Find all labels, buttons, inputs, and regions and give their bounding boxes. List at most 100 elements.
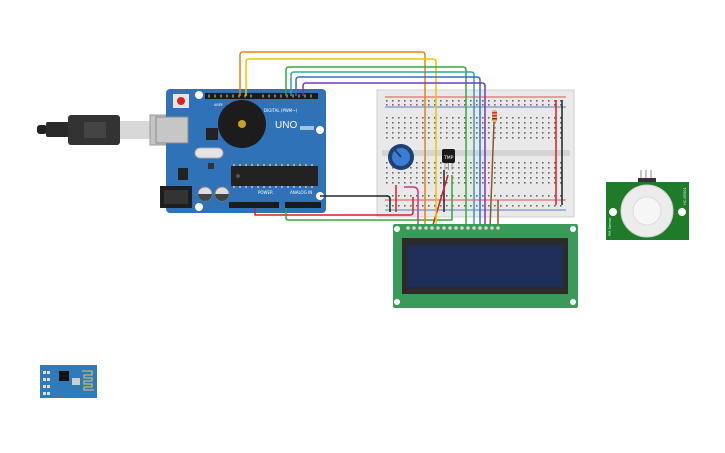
breadboard-hole[interactable] (434, 172, 436, 174)
breadboard-hole[interactable] (422, 127, 424, 129)
breadboard-hole[interactable] (386, 104, 388, 106)
breadboard-hole[interactable] (452, 104, 454, 106)
breadboard-hole[interactable] (386, 122, 388, 124)
breadboard-hole[interactable] (404, 117, 406, 119)
breadboard-hole[interactable] (548, 117, 550, 119)
breadboard-hole[interactable] (536, 104, 538, 106)
breadboard-hole[interactable] (410, 167, 412, 169)
breadboard-hole[interactable] (524, 172, 526, 174)
breadboard-hole[interactable] (386, 100, 388, 102)
breadboard-hole[interactable] (530, 122, 532, 124)
breadboard-hole[interactable] (410, 195, 412, 197)
breadboard-hole[interactable] (476, 172, 478, 174)
breadboard-hole[interactable] (410, 137, 412, 139)
breadboard-hole[interactable] (560, 162, 562, 164)
breadboard-hole[interactable] (422, 100, 424, 102)
arduino-uno-board[interactable]: AREF GND DIGITAL (PWM~) UNO (155, 89, 326, 213)
breadboard-hole[interactable] (554, 177, 556, 179)
breadboard-hole[interactable] (554, 132, 556, 134)
breadboard-hole[interactable] (488, 177, 490, 179)
breadboard-hole[interactable] (446, 117, 448, 119)
breadboard-hole[interactable] (410, 177, 412, 179)
breadboard-hole[interactable] (536, 122, 538, 124)
red-wire[interactable] (254, 197, 414, 216)
breadboard-hole[interactable] (518, 177, 520, 179)
breadboard-hole[interactable] (518, 195, 520, 197)
breadboard-hole[interactable] (554, 122, 556, 124)
breadboard-hole[interactable] (428, 167, 430, 169)
breadboard-hole[interactable] (500, 117, 502, 119)
breadboard-hole[interactable] (440, 182, 442, 184)
breadboard-hole[interactable] (524, 195, 526, 197)
breadboard-hole[interactable] (554, 104, 556, 106)
breadboard-hole[interactable] (398, 132, 400, 134)
breadboard-hole[interactable] (416, 127, 418, 129)
breadboard-hole[interactable] (542, 177, 544, 179)
breadboard-hole[interactable] (452, 122, 454, 124)
breadboard-hole[interactable] (434, 100, 436, 102)
lcd-pin[interactable] (484, 226, 488, 230)
breadboard-hole[interactable] (446, 167, 448, 169)
lcd-pin[interactable] (478, 226, 482, 230)
breadboard-hole[interactable] (494, 205, 496, 207)
breadboard-hole[interactable] (386, 117, 388, 119)
breadboard-hole[interactable] (482, 162, 484, 164)
breadboard-hole[interactable] (524, 104, 526, 106)
breadboard-hole[interactable] (512, 205, 514, 207)
breadboard-hole[interactable] (434, 177, 436, 179)
breadboard-hole[interactable] (464, 182, 466, 184)
breadboard-hole[interactable] (422, 177, 424, 179)
breadboard-hole[interactable] (452, 167, 454, 169)
breadboard-hole[interactable] (440, 172, 442, 174)
breadboard-hole[interactable] (434, 205, 436, 207)
breadboard-hole[interactable] (560, 205, 562, 207)
breadboard-hole[interactable] (434, 162, 436, 164)
breadboard-hole[interactable] (440, 162, 442, 164)
breadboard-hole[interactable] (488, 122, 490, 124)
breadboard-hole[interactable] (398, 195, 400, 197)
breadboard-hole[interactable] (530, 117, 532, 119)
breadboard-hole[interactable] (416, 162, 418, 164)
breadboard-hole[interactable] (482, 195, 484, 197)
breadboard-hole[interactable] (512, 167, 514, 169)
breadboard-hole[interactable] (536, 172, 538, 174)
breadboard-hole[interactable] (440, 177, 442, 179)
breadboard-hole[interactable] (404, 195, 406, 197)
breadboard-hole[interactable] (506, 177, 508, 179)
breadboard-hole[interactable] (518, 122, 520, 124)
breadboard-hole[interactable] (506, 104, 508, 106)
breadboard-hole[interactable] (518, 205, 520, 207)
breadboard-hole[interactable] (470, 182, 472, 184)
breadboard-hole[interactable] (536, 137, 538, 139)
reset-button-icon[interactable] (173, 94, 189, 108)
breadboard-hole[interactable] (494, 127, 496, 129)
breadboard-hole[interactable] (392, 100, 394, 102)
breadboard-hole[interactable] (416, 195, 418, 197)
breadboard-hole[interactable] (482, 137, 484, 139)
breadboard-hole[interactable] (530, 195, 532, 197)
lcd-pin[interactable] (496, 226, 500, 230)
breadboard-hole[interactable] (548, 195, 550, 197)
breadboard-hole[interactable] (458, 167, 460, 169)
lcd-display[interactable] (393, 224, 578, 308)
breadboard-hole[interactable] (530, 177, 532, 179)
breadboard-hole[interactable] (470, 117, 472, 119)
breadboard-hole[interactable] (470, 177, 472, 179)
lcd-pin[interactable] (406, 226, 410, 230)
breadboard-hole[interactable] (494, 122, 496, 124)
breadboard-hole[interactable] (524, 137, 526, 139)
breadboard-hole[interactable] (464, 205, 466, 207)
breadboard-hole[interactable] (518, 100, 520, 102)
breadboard-hole[interactable] (428, 122, 430, 124)
breadboard-hole[interactable] (518, 162, 520, 164)
breadboard-hole[interactable] (488, 195, 490, 197)
breadboard-hole[interactable] (512, 100, 514, 102)
lcd-pin[interactable] (418, 226, 422, 230)
breadboard-hole[interactable] (398, 104, 400, 106)
breadboard-hole[interactable] (536, 182, 538, 184)
breadboard-hole[interactable] (434, 132, 436, 134)
breadboard-hole[interactable] (560, 172, 562, 174)
breadboard-hole[interactable] (518, 172, 520, 174)
breadboard-hole[interactable] (530, 162, 532, 164)
